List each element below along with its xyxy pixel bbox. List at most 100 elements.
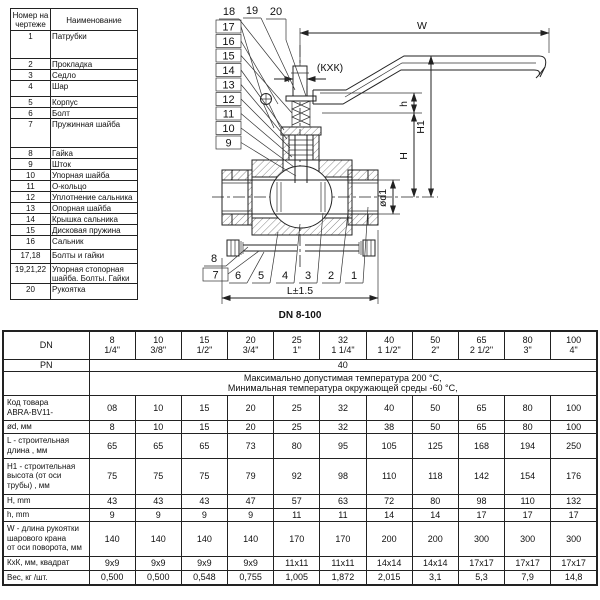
- dimension-d1: ød1: [377, 179, 400, 215]
- dn-inch: 3": [523, 345, 532, 356]
- bore-lines: [222, 179, 378, 215]
- part-name: О-кольцо: [50, 180, 138, 192]
- dn-mm: 40: [384, 335, 395, 346]
- dn-inch: 2": [431, 345, 440, 356]
- part-name: Упорная стопорная шайба. Болты. Гайки: [50, 263, 138, 284]
- part-number: 9: [10, 158, 51, 170]
- part-name: Корпус: [50, 96, 138, 108]
- spec-value: 17: [457, 507, 506, 522]
- callout-20: 20: [270, 6, 282, 18]
- valve-drawing: W (КХК) h H H1 ød1 L±1.5: [202, 5, 550, 321]
- spec-value: 08: [88, 394, 136, 421]
- spec-row-temp: Максимально допустимая температура 200 °…: [2, 370, 598, 396]
- callouts-left: 17 16 15 14 13 12 11 10 9: [215, 19, 297, 177]
- disc-springs: [291, 100, 311, 127]
- dn-inch: 1 1/4": [331, 345, 355, 356]
- spec-value: 65: [134, 432, 182, 459]
- seat-rings: [276, 182, 326, 212]
- part-name: Пружинная шайба: [50, 118, 138, 148]
- spec-row-label: W - длина рукоятки шарового крана от оси…: [2, 520, 90, 557]
- spec-value: 8: [88, 419, 136, 434]
- spec-value: 170: [319, 520, 367, 557]
- callouts-bottom: 8 7 6 5 4 3 2 1: [202, 206, 369, 284]
- dn-inch: 4": [569, 345, 578, 356]
- spec-value: 98: [319, 457, 367, 495]
- spec-row-label: КхК, мм, квадрат: [2, 555, 90, 571]
- parts-header-number: Номер на чертеже: [10, 8, 51, 31]
- spec-row-label: H, mm: [2, 493, 90, 509]
- part-number: 11: [10, 180, 51, 192]
- dn-mm: 50: [430, 335, 441, 346]
- dn-inch: 1 1/2": [377, 345, 401, 356]
- spec-value: 3,1: [411, 569, 459, 586]
- spec-value: 14: [411, 507, 459, 522]
- spec-row-label: h, mm: [2, 507, 90, 522]
- part-name: Седло: [50, 69, 138, 81]
- spec-value: 9x9: [88, 555, 136, 571]
- spec-pn-value: 40: [88, 358, 598, 372]
- spec-value: 65: [180, 432, 229, 459]
- body-bolts: [226, 239, 376, 257]
- spec-value: 142: [457, 457, 506, 495]
- dimension-w: W: [299, 20, 550, 66]
- part-number: 12: [10, 191, 51, 203]
- spec-value: 0,500: [134, 569, 182, 586]
- dimension-h: h: [320, 92, 422, 114]
- callout-14: 14: [222, 65, 234, 77]
- spec-value: 176: [550, 457, 598, 495]
- callout-18: 18: [223, 6, 235, 18]
- spec-value: 11x11: [273, 555, 321, 571]
- spec-label-empty: [2, 370, 90, 396]
- part-name: Прокладка: [50, 58, 138, 70]
- spec-value: 80: [504, 394, 552, 421]
- part-name: Болт: [50, 107, 138, 119]
- spec-value: 105: [365, 432, 413, 459]
- spec-value: 200: [411, 520, 459, 557]
- dim-H-label: H: [398, 152, 410, 160]
- spec-label-pn: PN: [2, 358, 90, 372]
- part-number: 15: [10, 224, 51, 236]
- spec-value: 65: [457, 419, 506, 434]
- spec-value: 168: [457, 432, 506, 459]
- spec-value: 170: [273, 520, 321, 557]
- dim-l-label: L±1.5: [287, 285, 313, 297]
- spec-value: 132: [550, 493, 598, 509]
- spec-value: 57: [273, 493, 321, 509]
- callout-17: 17: [222, 22, 234, 34]
- callout-5: 5: [258, 270, 264, 282]
- callout-15: 15: [222, 51, 234, 63]
- drawing-caption: DN 8-100: [279, 310, 322, 321]
- dim-h1-label: H1: [415, 120, 427, 134]
- callout-4: 4: [282, 270, 288, 282]
- handle: [312, 55, 547, 105]
- spec-value: 17x17: [457, 555, 506, 571]
- spec-value: 14: [365, 507, 413, 522]
- dim-d1-label: ød1: [377, 189, 389, 207]
- part-number: 4: [10, 80, 51, 97]
- dimension-kxk: (КХК): [274, 62, 343, 86]
- spec-value: 75: [180, 457, 229, 495]
- spec-value: 5,3: [457, 569, 506, 586]
- spec-value: 40: [365, 394, 413, 421]
- dn-mm: 8: [109, 335, 115, 346]
- callout-3: 3: [305, 270, 311, 282]
- spec-row-label: L - строительная длина , мм: [2, 432, 90, 459]
- callout-10: 10: [222, 123, 234, 135]
- spec-value: 32: [319, 419, 367, 434]
